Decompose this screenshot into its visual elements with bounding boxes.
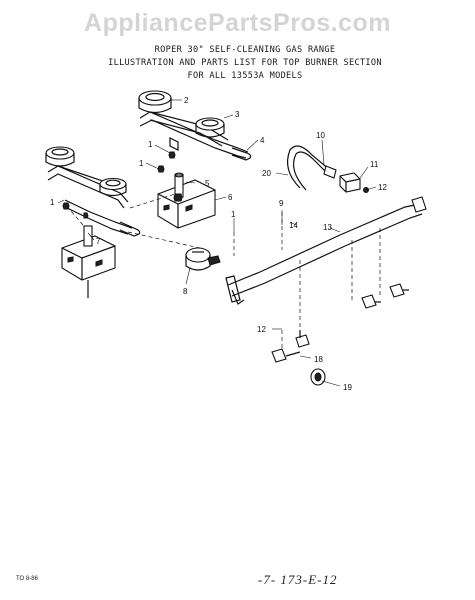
- callout-numbers: 2 3 4 10 11 12 1 1 5 6 20 1 7 9 14 13 1 …: [50, 96, 387, 392]
- callout-4: 4: [260, 136, 265, 145]
- callout-8: 8: [183, 287, 188, 296]
- front-burner-head-right: [99, 177, 127, 197]
- screw-fasteners: [62, 151, 183, 219]
- callout-11: 11: [370, 160, 379, 169]
- callout-leader-lines: [57, 99, 377, 387]
- document-code: TO 8-86: [16, 576, 38, 582]
- title-line-2: ILLUSTRATION AND PARTS LIST FOR TOP BURN…: [108, 58, 382, 68]
- callout-20: 20: [262, 169, 271, 178]
- assembly-guide-lines: [63, 193, 283, 350]
- valve-orifice-part-18: [271, 330, 310, 363]
- callout-5: 5: [205, 179, 210, 188]
- burner-head-part-2: [138, 90, 172, 114]
- burner-head-part-3: [195, 117, 225, 138]
- valve-orifice-right: [361, 283, 409, 309]
- watermark-text: AppliancePartsPros.com: [84, 9, 391, 37]
- callout-10: 10: [316, 131, 325, 140]
- title-line-3: FOR ALL 13553A MODELS: [187, 71, 303, 81]
- manifold-pipe-part-13: [225, 196, 427, 330]
- diagram-title: ROPER 30" SELF-CLEANING GAS RANGE ILLUST…: [85, 44, 405, 83]
- callout-13: 13: [323, 223, 332, 232]
- rear-burner-assembly: [138, 90, 252, 161]
- callout-9: 9: [279, 199, 284, 208]
- burner-support-bracket-part-6: [157, 172, 216, 229]
- front-burner-assembly: [45, 146, 141, 237]
- burner-support-bracket-part-7: [61, 225, 116, 298]
- callout-1-b: 1: [139, 159, 144, 168]
- front-burner-head-left: [45, 146, 75, 167]
- callout-1-d: 1: [231, 210, 236, 219]
- page-reference: -7- 173-E-12: [258, 572, 338, 587]
- callout-14: 14: [289, 221, 298, 230]
- callout-7: 7: [96, 237, 101, 246]
- callout-3: 3: [235, 110, 240, 119]
- callout-18: 18: [314, 355, 323, 364]
- callout-1-a: 1: [148, 140, 153, 149]
- callout-12-lower: 12: [257, 325, 266, 334]
- callout-19: 19: [343, 383, 352, 392]
- callout-12-upper: 12: [378, 183, 387, 192]
- title-line-1: ROPER 30" SELF-CLEANING GAS RANGE: [154, 45, 336, 55]
- gas-valve-part-8: [185, 247, 221, 271]
- callout-1-c: 1: [50, 198, 55, 207]
- callout-2: 2: [184, 96, 189, 105]
- pressure-regulator-part-11: [339, 172, 369, 193]
- control-knob-part-19: [310, 368, 326, 386]
- callout-6: 6: [228, 193, 233, 202]
- gas-tube-part-20: [287, 145, 337, 191]
